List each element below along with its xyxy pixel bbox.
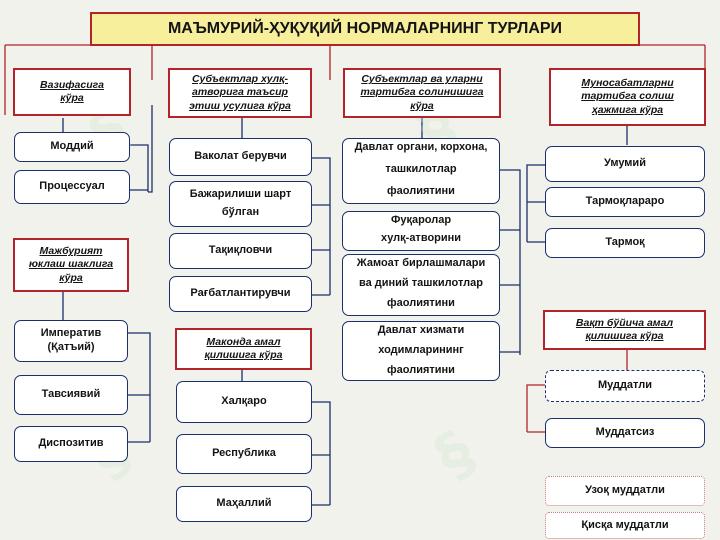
item-protsessual: Процессуал <box>14 170 130 204</box>
item-umumiy: Умумий <box>545 146 705 182</box>
item-vakolat: Ваколат берувчи <box>169 138 312 176</box>
item-ragbat: Рағбатлантирувчи <box>169 276 312 312</box>
item-muddatli: Муддатли <box>545 370 705 402</box>
item-xalqaro: Халқаро <box>176 381 312 423</box>
link-subyekt-xulq <box>241 118 331 296</box>
item-mahalliy: Маҳаллий <box>176 486 312 522</box>
item-tavsiyaviy: Тавсиявий <box>14 375 128 415</box>
link-subyekt-tartib <box>421 118 521 355</box>
item-tarmoqlararo: Тармоқлараро <box>545 187 705 217</box>
item-uzoq-muddatli: Узоқ муддатли <box>545 476 705 506</box>
link-vaqt <box>526 350 628 433</box>
link-munosabat <box>526 126 628 243</box>
item-moddiy: Моддий <box>14 132 130 162</box>
link-majburiyat <box>62 292 151 443</box>
item-respublika: Республика <box>176 434 312 474</box>
item-qisqa-muddatli: Қисқа муддатли <box>545 512 705 539</box>
item-imperativ: Императив(Қатъий) <box>14 320 128 362</box>
item-dispozitiv: Диспозитив <box>14 426 128 462</box>
diagram-title: МАЪМУРИЙ-ҲУҚУҚИЙ НОРМАЛАРНИНГ ТУРЛАРИ <box>90 12 640 46</box>
item-muddatsiz: Муддатсиз <box>545 418 705 448</box>
item-tarmoq: Тармоқ <box>545 228 705 258</box>
item-taqiqlovchi: Тақиқловчи <box>169 233 312 269</box>
link-makon <box>241 370 331 506</box>
